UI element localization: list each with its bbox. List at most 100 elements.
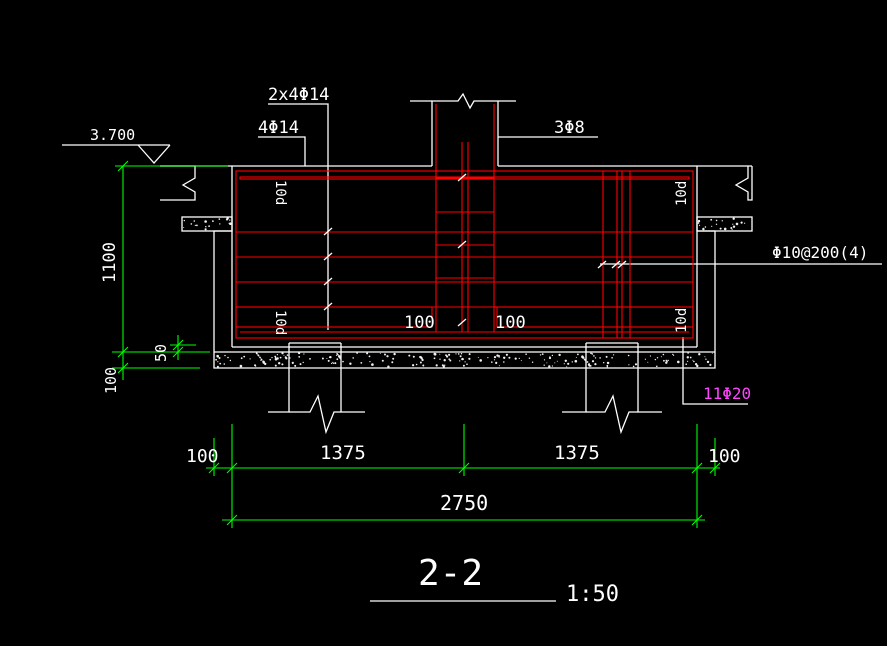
label-11phi20: 11Φ20 — [703, 384, 751, 403]
concrete-dot — [590, 352, 592, 355]
concrete-dot — [732, 223, 734, 225]
concrete-dot — [548, 356, 552, 360]
concrete-dot — [297, 351, 301, 355]
concrete-dot — [563, 363, 565, 365]
concrete-dot — [212, 220, 214, 223]
concrete-dot — [366, 352, 369, 355]
concrete-dot — [715, 223, 718, 225]
concrete-dot — [677, 360, 680, 364]
label-3phi8: 3Φ8 — [554, 118, 585, 138]
section-title: 2-2 — [418, 553, 483, 594]
concrete-dot — [593, 355, 595, 357]
concrete-dot — [335, 354, 338, 356]
concrete-dot — [443, 359, 446, 362]
concrete-dot — [219, 362, 222, 365]
concrete-dot — [697, 219, 701, 223]
concrete-dot — [256, 353, 258, 355]
concrete-dot — [309, 358, 311, 360]
concrete-dot — [274, 364, 277, 367]
concrete-dot — [439, 358, 441, 360]
concrete-dot — [356, 352, 358, 354]
concrete-dot — [259, 357, 261, 359]
concrete-dot — [603, 362, 605, 364]
concrete-dot — [205, 226, 207, 228]
concrete-dot — [531, 361, 534, 363]
concrete-dot — [667, 359, 669, 362]
concrete-dot — [503, 356, 506, 359]
concrete-dot — [731, 228, 733, 230]
concrete-dot — [412, 355, 415, 358]
concrete-dot — [284, 356, 287, 359]
concrete-dot — [444, 364, 446, 366]
concrete-dot — [628, 364, 630, 366]
concrete-dot — [391, 361, 394, 364]
concrete-dot — [634, 363, 638, 366]
concrete-dot — [448, 358, 451, 361]
concrete-dot — [193, 220, 196, 222]
concrete-dot — [289, 357, 291, 359]
concrete-dot — [332, 361, 334, 363]
hook-label-bl: 10d — [272, 310, 288, 335]
concrete-dot — [422, 364, 425, 367]
concrete-dot — [240, 357, 243, 360]
concrete-dot — [302, 361, 304, 364]
concrete-dot — [328, 356, 331, 359]
dimension-layer — [112, 160, 721, 528]
concrete-dot — [685, 363, 687, 366]
concrete-dot — [433, 357, 436, 360]
rebar-ticks — [323, 173, 627, 327]
concrete-dot — [258, 355, 260, 357]
concrete-dot — [459, 355, 462, 358]
concrete-dot — [387, 365, 390, 368]
concrete-dot — [606, 366, 608, 368]
concrete-dot — [321, 357, 324, 360]
concrete-dot — [369, 361, 371, 363]
concrete-dot — [299, 363, 302, 366]
concrete-dot — [249, 358, 251, 360]
dim-right-span: 1375 — [554, 442, 600, 464]
concrete-dot — [673, 354, 675, 356]
concrete-dot — [495, 361, 498, 364]
concrete-dot — [558, 353, 561, 357]
concrete-dot — [294, 364, 297, 367]
concrete-dot — [336, 358, 339, 361]
concrete-dot — [215, 358, 218, 361]
concrete-dot — [196, 224, 198, 227]
concrete-dot — [216, 365, 219, 368]
concrete-dot — [705, 358, 707, 360]
concrete-dot — [582, 356, 585, 359]
concrete-dot — [548, 365, 551, 368]
slab-right — [696, 216, 753, 232]
concrete-dot — [566, 366, 568, 368]
concrete-dot — [190, 223, 193, 225]
concrete-dot — [556, 360, 558, 362]
concrete-dot — [439, 353, 441, 355]
dim-cover: 50 — [152, 344, 170, 362]
concrete-dot — [384, 353, 386, 356]
concrete-dot — [276, 354, 278, 356]
concrete-dot — [381, 359, 384, 362]
concrete-dot — [183, 219, 185, 222]
concrete-dot — [687, 352, 689, 354]
concrete-dot — [243, 355, 246, 358]
concrete-dot — [554, 362, 556, 364]
level-label: 3.700 — [90, 126, 135, 144]
concrete-dot — [518, 357, 520, 359]
concrete-dot — [520, 360, 522, 362]
concrete-dot — [218, 357, 221, 359]
concrete-dot — [503, 361, 505, 363]
concrete-dot — [575, 357, 577, 358]
concrete-dot — [479, 359, 483, 362]
concrete-dot — [735, 222, 739, 226]
pile-left-break — [289, 394, 341, 435]
concrete-dot — [223, 363, 226, 365]
concrete-dot — [298, 356, 301, 358]
concrete-dot — [627, 354, 630, 357]
concrete-dot — [496, 354, 499, 357]
concrete-dot — [281, 352, 284, 355]
concrete-dot — [229, 219, 231, 221]
concrete-dot — [464, 361, 466, 363]
concrete-dot — [286, 354, 289, 356]
section-scale: 1:50 — [566, 582, 619, 607]
